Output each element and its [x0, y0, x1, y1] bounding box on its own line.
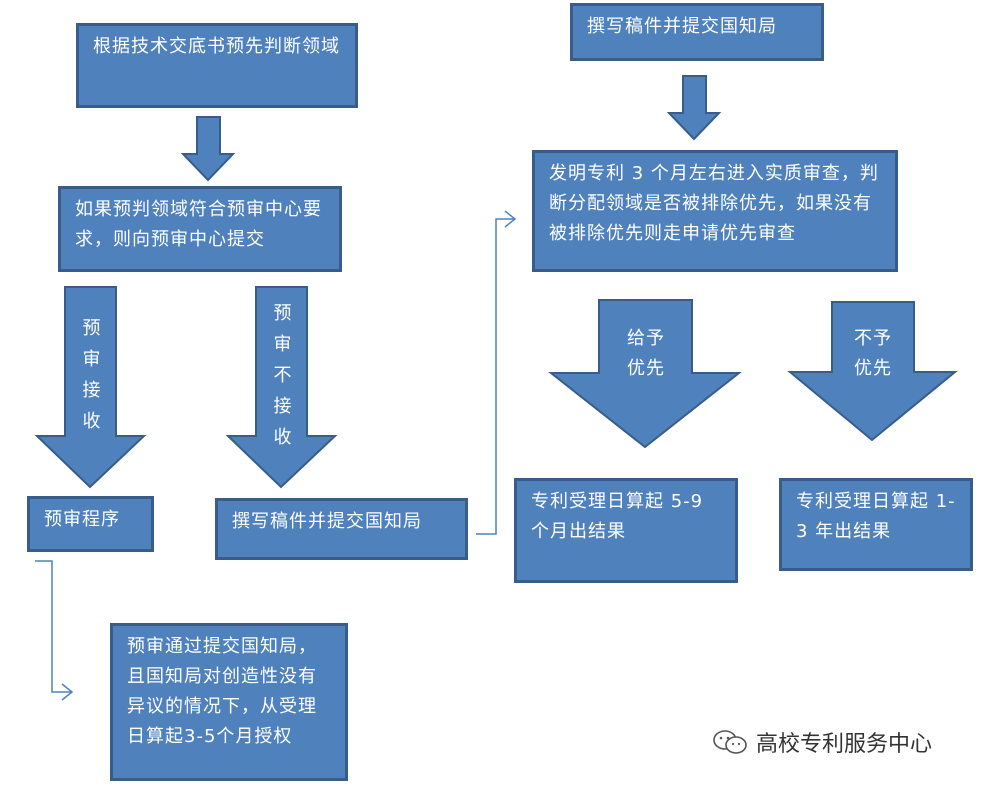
reject-arrow	[225, 286, 338, 489]
priority-label: 给予优先	[627, 328, 665, 379]
submit-text: 撰写稿件并提交国知局	[232, 511, 422, 532]
right-top-text: 撰写稿件并提交国知局	[587, 16, 777, 37]
step1-text: 根据技术交底书预先判断领域	[93, 36, 340, 57]
accept-label: 预审接收	[82, 318, 102, 432]
result-box: 预审通过提交国知局，且国知局对创造性没有异议的情况下，从受理日算起3-5个月授权	[110, 623, 348, 781]
preexam-text: 预审程序	[44, 509, 120, 530]
no-priority-result-box: 专利受理日算起 1-3 年出结果	[779, 478, 973, 571]
result-text: 预审通过提交国知局，且国知局对创造性没有异议的情况下，从受理日算起3-5个月授权	[127, 636, 317, 747]
right-top-box: 撰写稿件并提交国知局	[570, 3, 824, 61]
step2-text: 如果预判领域符合预审中心要求，则向预审中心提交	[75, 199, 322, 250]
preexam-box: 预审程序	[27, 496, 154, 552]
no-priority-arrow	[787, 301, 958, 442]
priority-arrow	[548, 299, 742, 449]
no-priority-result-text: 专利受理日算起 1-3 年出结果	[796, 491, 956, 542]
watermark: 高校专利服务中心	[712, 726, 932, 758]
step1-box: 根据技术交底书预先判断领域	[76, 23, 358, 108]
no-priority-label: 不予优先	[854, 328, 892, 379]
watermark-text: 高校专利服务中心	[756, 732, 933, 757]
down-arrow-1	[180, 116, 236, 182]
connector-left	[35, 560, 72, 693]
priority-result-box: 专利受理日算起 5-9个月出结果	[514, 478, 738, 583]
exam-text: 发明专利 3 个月左右进入实质审查，判断分配领域是否被排除优先，如果没有被排除优…	[549, 163, 879, 244]
connector-right	[476, 218, 515, 535]
priority-result-text: 专利受理日算起 5-9个月出结果	[531, 491, 704, 542]
accept-arrow	[34, 286, 147, 489]
connector-left-head	[61, 683, 74, 701]
submit-box: 撰写稿件并提交国知局	[215, 498, 468, 560]
down-arrow-2	[666, 75, 722, 141]
wechat-icon	[713, 730, 747, 754]
connector-right-head	[504, 210, 517, 228]
reject-label: 预审不接收	[273, 303, 293, 448]
exam-box: 发明专利 3 个月左右进入实质审查，判断分配领域是否被排除优先，如果没有被排除优…	[532, 150, 898, 272]
step2-box: 如果预判领域符合预审中心要求，则向预审中心提交	[58, 186, 342, 272]
